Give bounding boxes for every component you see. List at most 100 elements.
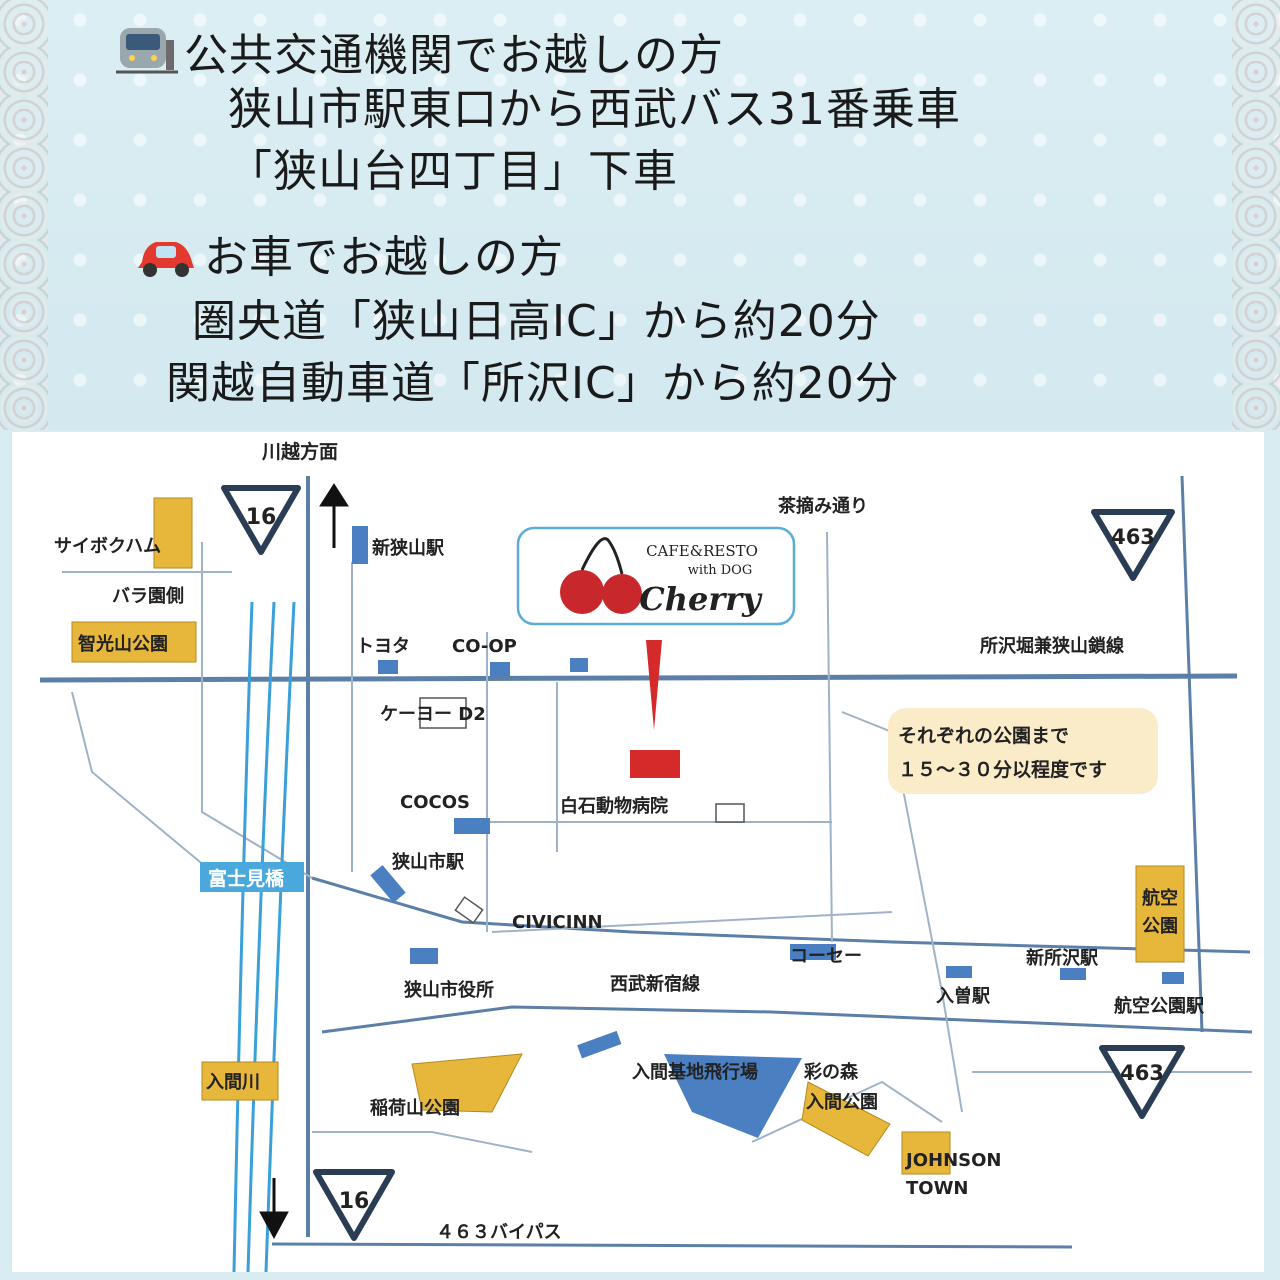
svg-text:16: 16 <box>246 505 277 530</box>
label-irumagawa: 入間川 <box>206 1072 260 1093</box>
train-icon <box>116 24 178 88</box>
park-saiboku <box>153 497 193 569</box>
station-shin-tokorozawa <box>1060 968 1086 980</box>
label-toyota: トヨタ <box>356 636 410 657</box>
route-16-shield-bottom: 16 <box>313 1169 395 1241</box>
south-road <box>321 1005 1253 1034</box>
svg-text:463: 463 <box>1120 1061 1164 1085</box>
roads <box>39 475 1253 1249</box>
label-tokorozawa-line: 所沢堀兼狭山鎖線 <box>980 635 1124 657</box>
cherry-icon <box>560 570 604 614</box>
bldg-misc <box>570 658 588 672</box>
bldg-civicinn <box>454 896 484 924</box>
park-inariyama <box>411 1053 523 1113</box>
station-koku-koen <box>1162 972 1184 984</box>
header-background <box>0 0 1280 430</box>
label-keiyo: ケーヨー D2 <box>380 704 486 725</box>
label-seibu-line: 西武新宿線 <box>610 973 700 995</box>
label-shin-sayama: 新狭山駅 <box>372 537 445 559</box>
access-map: 16 463 463 16 川越方面 <box>12 432 1264 1272</box>
arrow-up-head <box>319 483 349 507</box>
arrow-down-head <box>259 1211 289 1240</box>
minor-road <box>826 531 833 943</box>
minor-road <box>841 711 963 1113</box>
park-note: それぞれの公園まで １５～３０分以程度です <box>888 708 1158 794</box>
minor-roads <box>62 531 1252 1153</box>
irumagawa-label-bg <box>201 1061 279 1101</box>
bypass-road <box>271 1242 1073 1249</box>
station-shin-sayama <box>352 526 368 564</box>
svg-text:463: 463 <box>1111 525 1155 549</box>
station-sayamashi <box>370 865 406 903</box>
label-koku-koen-2: 公園 <box>1142 916 1178 937</box>
bldg-coop <box>490 662 510 676</box>
car-line-2: 関越自動車道「所沢IC」から約20分 <box>166 358 900 409</box>
route-16-shield-top: 16 <box>221 485 301 555</box>
label-johnson-2: TOWN <box>906 1178 969 1199</box>
direction-arrows <box>259 483 349 1240</box>
bldg-misc-2 <box>577 1030 622 1059</box>
label-bypass: ４６３バイパス <box>436 1222 562 1243</box>
label-bara: バラ園側 <box>112 585 184 607</box>
label-chatsumi: 茶摘み通り <box>778 495 868 517</box>
svg-text:それぞれの公園まで: それぞれの公園まで <box>898 725 1069 747</box>
main-road <box>39 673 1238 683</box>
bldg-shiyakusho <box>410 948 438 964</box>
bldg-toyota <box>378 660 398 674</box>
label-iriso: 入曽駅 <box>936 985 991 1007</box>
label-sayamashi-eki: 狭山市駅 <box>391 851 465 873</box>
label-civicinn: CIVICINN <box>512 912 603 933</box>
svg-text:16: 16 <box>339 1189 370 1214</box>
seibu-line-road <box>311 876 1251 954</box>
label-inariyama: 稲荷山公園 <box>370 1097 460 1119</box>
bldg-kosei <box>790 944 836 960</box>
lace-border-left <box>0 0 48 430</box>
label-johnson-1: JOHNSON <box>904 1150 1001 1171</box>
label-iruma-base: 入間基地飛行場 <box>632 1061 758 1083</box>
label-fujimibashi: 富士見橋 <box>208 867 285 890</box>
stations <box>352 526 1184 1059</box>
svg-text:CAFE&RESTO: CAFE&RESTO <box>646 542 758 560</box>
bldg-keiyo <box>419 697 467 729</box>
cafe-logo: CAFE&RESTO with DOG Cherry <box>516 526 796 626</box>
label-shiyakusho: 狭山市役所 <box>403 979 494 1001</box>
park-ayanomori <box>801 1081 891 1157</box>
station-iriso <box>946 966 972 978</box>
label-chikozan: 智光山公園 <box>78 633 168 655</box>
car-title: お車でお越しの方 <box>134 232 564 290</box>
label-cocos: COCOS <box>400 792 470 813</box>
label-shin-tokorozawa: 新所沢駅 <box>1026 947 1099 969</box>
label-coop: CO-OP <box>452 636 517 657</box>
cafe-location <box>630 750 680 778</box>
iruma-airbase <box>664 1054 802 1138</box>
direction-kawagoe: 川越方面 <box>261 440 338 463</box>
minor-road <box>312 1131 533 1153</box>
fujimibashi-bg <box>200 862 304 892</box>
cafe-pin-icon <box>646 640 662 730</box>
park-chikozan <box>71 621 197 663</box>
minor-road <box>201 542 313 879</box>
transit-title: 公共交通機関でお越しの方 <box>116 24 724 88</box>
map-labels: サイボクハム バラ園側 智光山公園 新狭山駅 トヨタ CO-OP ケーヨー D2… <box>54 495 1205 1243</box>
label-koku-koen-1: 航空 <box>1142 887 1178 909</box>
park-johnson <box>901 1131 951 1175</box>
svg-text:with DOG: with DOG <box>688 563 752 578</box>
transit-line-2: 「狭山台四丁目」下車 <box>228 146 678 197</box>
label-shiraishi: 白石動物病院 <box>560 795 668 817</box>
lace-border-right <box>1232 0 1280 430</box>
map-svg: 16 463 463 16 川越方面 <box>39 440 1253 1272</box>
svg-text:１５～３０分以程度です: １５～３０分以程度です <box>898 758 1107 781</box>
route-463-shield-top: 463 <box>1091 509 1175 581</box>
label-kosei: コーセー <box>790 946 862 967</box>
minor-road <box>491 911 893 933</box>
car-line-1: 圏央道「狭山日高IC」から約20分 <box>192 296 881 347</box>
svg-text:Cherry: Cherry <box>639 580 763 618</box>
minor-road <box>71 691 213 873</box>
bldg-cocos <box>454 818 490 834</box>
route-463-shield-bottom: 463 <box>1099 1045 1185 1119</box>
irumagawa-river <box>232 601 296 1272</box>
route-463-road <box>1180 475 1204 1033</box>
park-koku <box>1135 865 1185 963</box>
label-ayanomori-1: 彩の森 <box>803 1061 859 1083</box>
minor-road <box>751 1080 943 1143</box>
